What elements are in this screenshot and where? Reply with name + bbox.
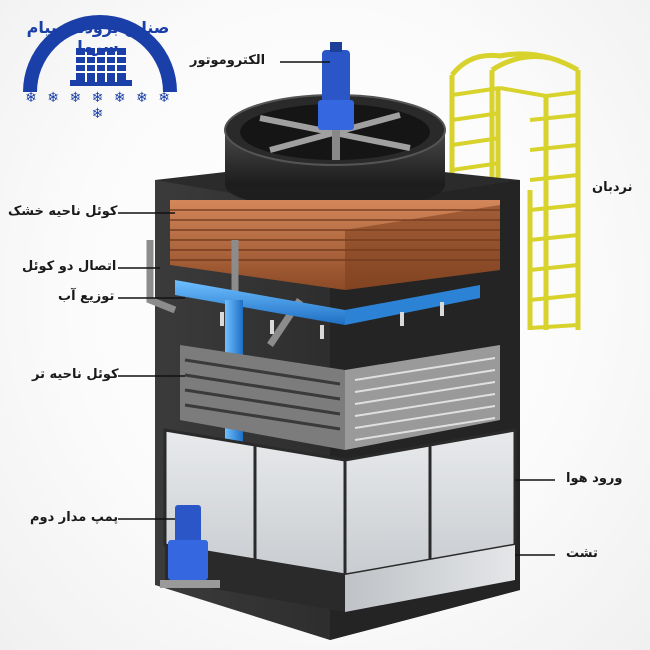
company-name: صنایع برودتی پیام سرما <box>26 18 170 56</box>
label-water-distribution: توزیع آب <box>58 289 115 304</box>
air-inlet-panels <box>163 428 517 577</box>
label-air-inlet: ورود هوا <box>566 471 623 486</box>
company-logo <box>23 15 177 93</box>
label-electromotor: الکتروموتور <box>190 53 266 68</box>
label-ladder: نردبان <box>592 180 633 195</box>
snowflake-icon: ❄ <box>113 90 129 106</box>
logo-arc <box>23 15 177 93</box>
snowflake-icon: ❄ <box>91 106 107 122</box>
wet-coil <box>180 345 500 450</box>
ladder <box>449 51 581 330</box>
circulation-pump <box>160 505 220 588</box>
snowflake-icon: ❄ <box>91 90 107 106</box>
basin <box>165 545 515 612</box>
snowflake-icon: ❄ <box>69 90 85 106</box>
dry-coil <box>170 200 500 290</box>
label-wet-coil: کوئل ناحیه تر <box>32 367 119 382</box>
snowflake-icon: ❄ <box>47 90 62 106</box>
logo-snowflakes: ❄ ❄ ❄ ❄ ❄ ❄ ❄ ❄ <box>24 90 174 122</box>
leader-lines <box>118 61 555 556</box>
label-basin: تشت <box>566 546 598 561</box>
label-coil-connection: اتصال دو کوئل <box>22 259 117 274</box>
label-circulation-pump: پمپ مدار دوم <box>30 510 119 525</box>
snowflake-icon: ❄ <box>25 90 40 106</box>
snowflake-icon: ❄ <box>158 90 173 106</box>
label-dry-coil: کوئل ناحیه خشک <box>8 204 118 219</box>
snowflake-icon: ❄ <box>136 90 151 106</box>
electromotor <box>318 42 354 160</box>
